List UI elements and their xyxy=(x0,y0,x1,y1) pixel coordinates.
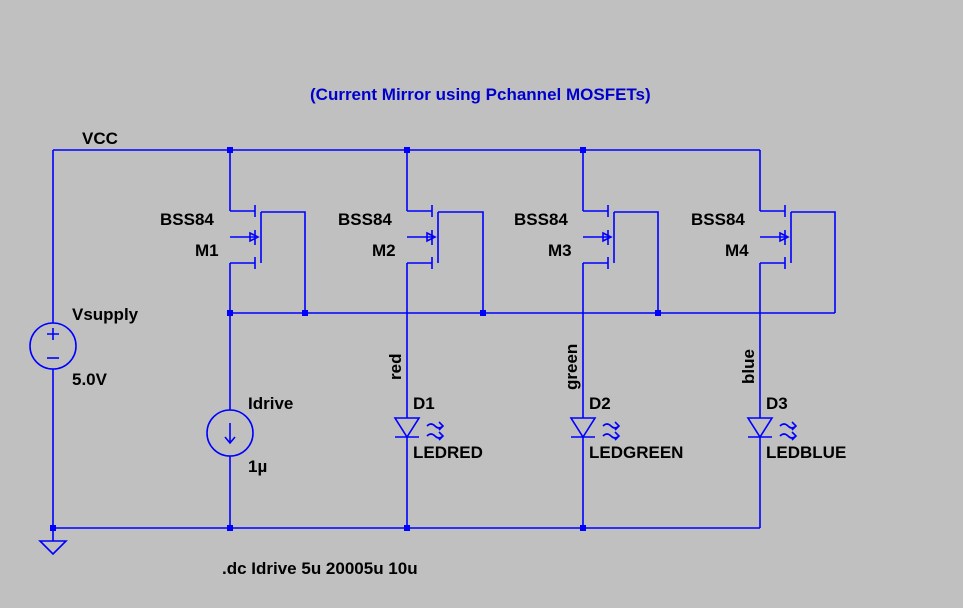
idrive-source[interactable] xyxy=(206,409,254,457)
d1-ref: D1 xyxy=(413,394,435,413)
net-label-red: red xyxy=(386,354,405,380)
plus-sign-icon xyxy=(47,328,59,340)
junction-dot xyxy=(404,525,410,531)
junction-dot xyxy=(227,525,233,531)
junction-dot xyxy=(227,147,233,153)
light-emission-icon xyxy=(426,421,445,441)
vcc-net-label: VCC xyxy=(82,129,118,148)
vsupply-value: 5.0V xyxy=(72,370,108,389)
light-emission-icon xyxy=(779,421,798,441)
m2-model: BSS84 xyxy=(338,210,392,229)
junction-dot xyxy=(580,525,586,531)
pmos-icon xyxy=(583,205,659,313)
mosfet-m1[interactable] xyxy=(230,205,306,313)
d2-model: LEDGREEN xyxy=(589,443,683,462)
m2-ref: M2 xyxy=(372,241,396,260)
ground-symbol[interactable] xyxy=(38,528,68,556)
idrive-value: 1µ xyxy=(248,457,267,476)
diode-icon xyxy=(569,417,597,439)
d2-ref: D2 xyxy=(589,394,611,413)
junction-dot xyxy=(580,147,586,153)
voltage-source-icon xyxy=(29,322,77,370)
vsupply-source[interactable] xyxy=(29,322,77,370)
m1-model: BSS84 xyxy=(160,210,214,229)
led-d1[interactable] xyxy=(393,417,445,441)
current-arrow-icon xyxy=(224,423,236,445)
m1-ref: M1 xyxy=(195,241,219,260)
diode-icon xyxy=(746,417,774,439)
schematic-title: (Current Mirror using Pchannel MOSFETs) xyxy=(310,85,651,104)
net-label-green: green xyxy=(562,344,581,390)
mosfet-m4[interactable] xyxy=(760,205,836,313)
m4-ref: M4 xyxy=(725,241,749,260)
m4-model: BSS84 xyxy=(691,210,745,229)
m3-ref: M3 xyxy=(548,241,572,260)
diode-icon xyxy=(393,417,421,439)
wires xyxy=(52,149,835,529)
light-emission-icon xyxy=(602,421,621,441)
junction-dot xyxy=(404,147,410,153)
vsupply-name: Vsupply xyxy=(72,305,139,324)
junctions xyxy=(50,147,661,531)
pmos-icon xyxy=(230,205,306,313)
mosfet-m2[interactable] xyxy=(407,205,484,313)
d1-model: LEDRED xyxy=(413,443,483,462)
d3-model: LEDBLUE xyxy=(766,443,846,462)
m3-model: BSS84 xyxy=(514,210,568,229)
led-d3[interactable] xyxy=(746,417,798,441)
pmos-icon xyxy=(407,205,484,313)
d3-ref: D3 xyxy=(766,394,788,413)
junction-dot xyxy=(227,310,233,316)
current-source-icon xyxy=(206,409,254,457)
ground-icon xyxy=(38,528,68,556)
idrive-name: Idrive xyxy=(248,394,293,413)
mosfet-m3[interactable] xyxy=(583,205,659,313)
net-label-blue: blue xyxy=(739,349,758,384)
spice-directive[interactable]: .dc Idrive 5u 20005u 10u xyxy=(222,559,418,578)
led-d2[interactable] xyxy=(569,417,621,441)
pmos-icon xyxy=(760,205,836,313)
